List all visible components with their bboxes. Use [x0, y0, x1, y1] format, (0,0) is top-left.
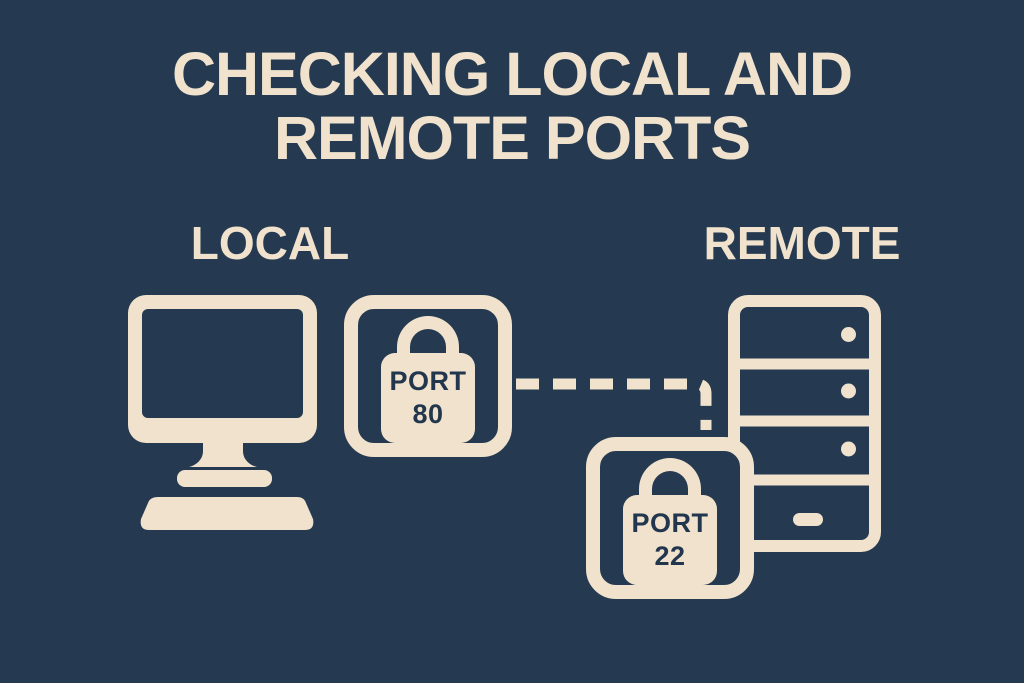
- server-led-icon: [841, 327, 856, 342]
- monitor-screen: [142, 309, 303, 418]
- remote-port-number: 22: [654, 541, 686, 572]
- remote-port-word: PORT: [631, 508, 709, 539]
- remote-port-box: PORT 22: [586, 437, 754, 599]
- server-tower-icon: [728, 295, 881, 552]
- monitor-stand: [177, 470, 272, 487]
- connection-path: [516, 378, 712, 430]
- local-section-label: LOCAL: [190, 217, 350, 269]
- server-led-icon: [841, 383, 856, 399]
- local-port-number: 80: [412, 399, 444, 430]
- remote-section-label: REMOTE: [703, 217, 901, 269]
- padlock-body-icon: PORT 22: [623, 495, 717, 585]
- local-port-box: PORT 80: [344, 295, 512, 457]
- desktop-computer-icon: [128, 295, 317, 530]
- page-title-line1: CHECKING LOCAL AND: [171, 40, 853, 108]
- server-led-icon: [841, 441, 856, 457]
- local-port-word: PORT: [389, 366, 467, 397]
- server-slot: [793, 513, 823, 526]
- monitor-base: [140, 497, 314, 530]
- page-title: CHECKING LOCAL AND REMOTE PORTS: [0, 42, 1024, 170]
- monitor-neck: [189, 439, 257, 467]
- padlock-body-icon: PORT 80: [381, 353, 475, 443]
- page-title-line2: REMOTE PORTS: [273, 104, 751, 172]
- dashed-connection-line: [516, 378, 712, 430]
